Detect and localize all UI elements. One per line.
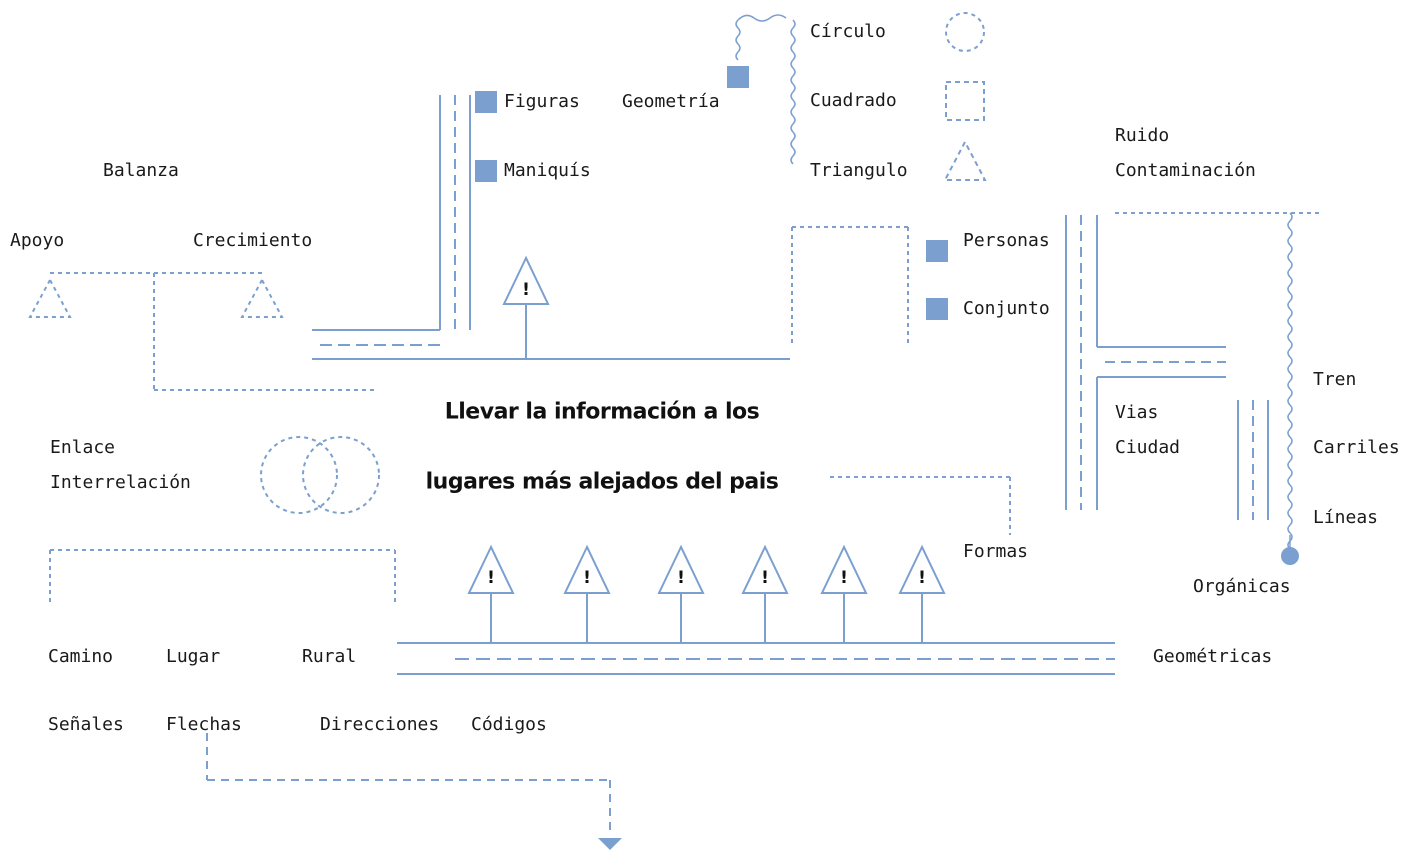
label-cuadrado: Cuadrado	[810, 90, 897, 111]
title-line-2: lugares más alejados del pais	[425, 469, 779, 495]
label-triangulo: Triangulo	[810, 160, 908, 181]
label-crecimiento: Crecimiento	[193, 230, 313, 251]
balance-scale	[28, 272, 375, 391]
figuras-square-node	[475, 91, 497, 113]
personas-square-node	[926, 240, 948, 262]
warning-icon: !	[677, 568, 685, 588]
label-geometria: Geometría	[622, 91, 720, 112]
dashed-triangle-shape	[943, 139, 987, 181]
warning-icon: !	[522, 280, 530, 300]
organicas-dot	[1281, 547, 1299, 565]
title-line-1: Llevar la información a los	[444, 399, 760, 425]
label-interrelacion: Interrelación	[50, 472, 191, 493]
label-circulo: Círculo	[810, 21, 886, 42]
label-flechas: Flechas	[166, 714, 242, 735]
flechas-arrow-path	[206, 733, 611, 830]
warning-icon: !	[583, 568, 591, 588]
conjunto-square-node	[926, 298, 948, 320]
label-organicas: Orgánicas	[1193, 576, 1291, 597]
dashed-circle-shape	[945, 12, 985, 52]
warning-icon: !	[840, 568, 848, 588]
dashed-square-shape	[945, 81, 985, 121]
warning-icon: !	[487, 568, 495, 588]
label-camino: Camino	[48, 646, 114, 667]
label-maniquis: Maniquís	[504, 160, 591, 181]
warning-icon: !	[918, 568, 926, 588]
label-figuras: Figuras	[504, 91, 580, 112]
enlace-circle-left	[260, 436, 338, 514]
formas-connector	[830, 476, 1011, 535]
label-carriles: Carriles	[1313, 437, 1400, 458]
camino-bracket	[49, 549, 396, 605]
noise-waves	[1195, 115, 1409, 149]
label-direcciones: Direcciones	[320, 714, 440, 735]
label-vias: Vias	[1115, 402, 1159, 423]
label-lineas: Líneas	[1313, 507, 1379, 528]
label-formas: Formas	[963, 541, 1029, 562]
label-conjunto: Conjunto	[963, 298, 1050, 319]
label-codigos: Códigos	[471, 714, 547, 735]
enlace-circle-right	[302, 436, 380, 514]
geometria-square-node	[727, 66, 749, 88]
label-personas: Personas	[963, 230, 1050, 251]
warning-icon: !	[761, 568, 769, 588]
personas-frame	[791, 226, 909, 345]
tren-wavy	[1287, 212, 1293, 550]
label-ruido: Ruido	[1115, 125, 1170, 146]
label-rural: Rural	[302, 646, 357, 667]
geometria-wavy-connector	[735, 14, 796, 165]
vias-intersection	[1065, 215, 1226, 510]
label-contaminacion: Contaminación	[1115, 160, 1256, 181]
label-senales: Señales	[48, 714, 124, 735]
label-ciudad: Ciudad	[1115, 437, 1181, 458]
label-tren: Tren	[1313, 369, 1357, 390]
label-enlace: Enlace	[50, 437, 116, 458]
label-apoyo: Apoyo	[10, 230, 65, 251]
arrow-down-icon	[598, 838, 622, 850]
label-lugar: Lugar	[166, 646, 221, 667]
label-balanza: Balanza	[103, 160, 179, 181]
label-geometricas: Geométricas	[1153, 646, 1273, 667]
maniquis-square-node	[475, 160, 497, 182]
carriles-lines	[1237, 400, 1269, 520]
